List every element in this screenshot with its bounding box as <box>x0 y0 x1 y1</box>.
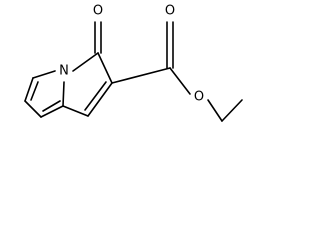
bond-n1-c1 <box>32 70 56 79</box>
atom-o-ketone: O <box>93 4 103 19</box>
bond-c3-c8a-double <box>42 100 61 112</box>
bond-cester-oester <box>169 67 191 95</box>
bond-c2a-c1a <box>87 82 113 117</box>
molecule-svg: N O O O <box>24 3 243 122</box>
bond-c2-c3 <box>24 100 42 118</box>
atom-n1-bg <box>57 63 71 79</box>
bond-c3-c8a <box>40 105 64 118</box>
bond-c1a-c8a <box>62 105 89 117</box>
bond-c1-c2 <box>24 77 34 102</box>
atom-o-ester: O <box>194 90 204 105</box>
structure-diagram: N O O O <box>0 0 252 152</box>
bond-n1-c3a <box>72 52 99 72</box>
atom-o-ketone-bg <box>91 3 105 19</box>
bond-ch2-ch3 <box>221 99 243 122</box>
bond-c2a-cester <box>111 67 171 84</box>
bond-oester-ch2 <box>207 99 223 122</box>
bond-c3a-c2a <box>97 52 113 84</box>
atom-o-carbonyl-bg <box>163 3 177 19</box>
atom-o-carbonyl: O <box>165 4 175 19</box>
atom-n1: N <box>59 64 69 79</box>
bond-c1-c2-double <box>30 81 39 101</box>
bond-c8a-n1 <box>62 81 65 107</box>
bond-c2a-c1a-double <box>84 81 107 111</box>
atom-o-ester-bg <box>192 89 206 105</box>
